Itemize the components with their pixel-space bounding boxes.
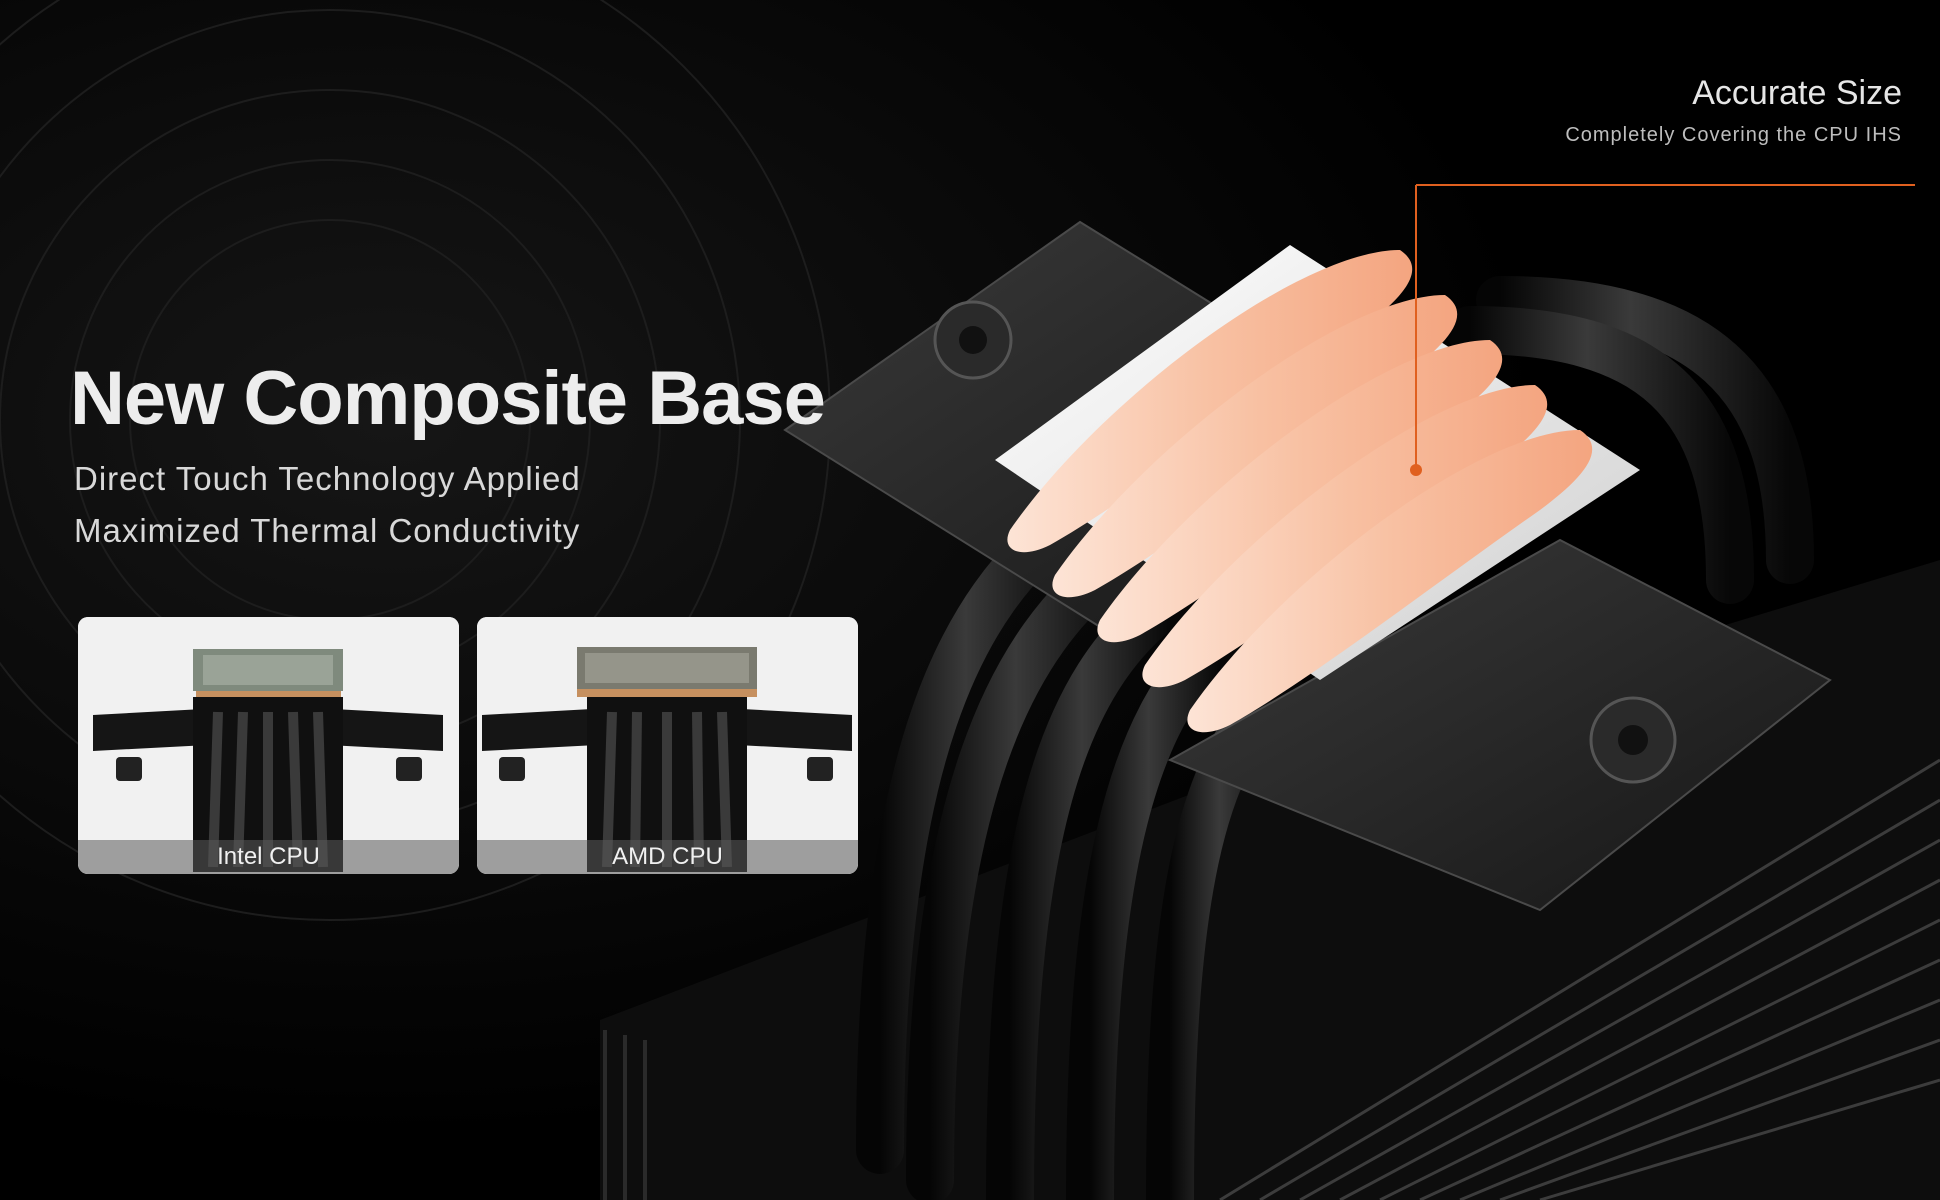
thumbnail-label-intel: Intel CPU: [78, 840, 459, 874]
amd-cpu-photo: [477, 617, 858, 874]
callout-pointer: [1415, 184, 1915, 468]
callout-dot: [1410, 464, 1422, 476]
thumbnail-label-amd: AMD CPU: [477, 840, 858, 874]
subtitle-line-2: Maximized Thermal Conductivity: [74, 512, 581, 549]
mounting-bracket-right: [1167, 538, 1832, 912]
page-title: New Composite Base: [70, 356, 826, 441]
thumbnail-amd-cpu: AMD CPU: [477, 617, 858, 874]
intel-cpu-photo: [78, 617, 459, 874]
copper-heat-pipe-tops: [1007, 250, 1593, 733]
screw-icon: [933, 300, 1677, 784]
callout-subtitle: Completely Covering the CPU IHS: [1565, 124, 1902, 146]
subtitle-line-1: Direct Touch Technology Applied: [74, 460, 581, 497]
thumbnail-intel-cpu: Intel CPU: [78, 617, 459, 874]
callout-title: Accurate Size: [1692, 74, 1902, 112]
